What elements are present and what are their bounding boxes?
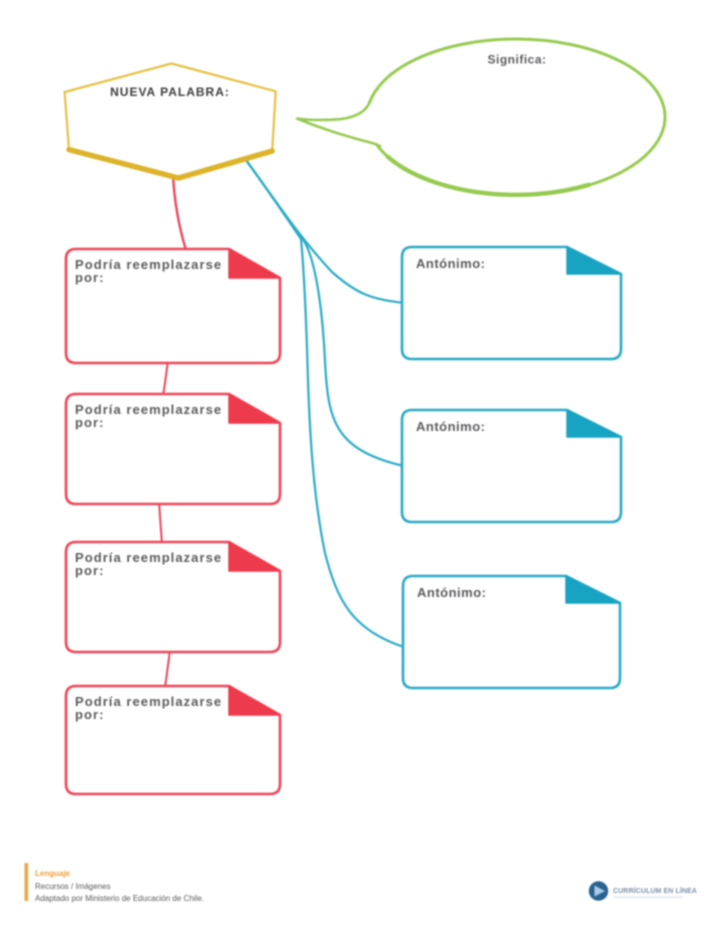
svg-text:por:: por: bbox=[75, 270, 104, 285]
svg-text:Podría reemplazarse: Podría reemplazarse bbox=[75, 257, 222, 272]
svg-text:Antónimo:: Antónimo: bbox=[416, 256, 485, 271]
svg-text:por:: por: bbox=[75, 707, 104, 722]
svg-text:Podría reemplazarse: Podría reemplazarse bbox=[75, 694, 222, 709]
svg-text:Antónimo:: Antónimo: bbox=[417, 585, 486, 600]
svg-text:Adaptado por Ministerio de Edu: Adaptado por Ministerio de Educación de … bbox=[35, 894, 204, 903]
svg-text:Lenguaje: Lenguaje bbox=[35, 869, 71, 878]
svg-text:Significa:: Significa: bbox=[487, 53, 546, 67]
svg-text:por:: por: bbox=[75, 563, 104, 578]
svg-text:Recursos / Imágenes: Recursos / Imágenes bbox=[35, 882, 111, 891]
svg-text:Antónimo:: Antónimo: bbox=[416, 419, 485, 434]
svg-text:por:: por: bbox=[75, 415, 104, 430]
svg-text:Podría reemplazarse: Podría reemplazarse bbox=[75, 550, 222, 565]
svg-text:NUEVA PALABRA:: NUEVA PALABRA: bbox=[110, 85, 230, 99]
svg-text:CURRÍCULUM EN LÍNEA: CURRÍCULUM EN LÍNEA bbox=[613, 886, 697, 895]
svg-text:Podría reemplazarse: Podría reemplazarse bbox=[75, 402, 222, 417]
